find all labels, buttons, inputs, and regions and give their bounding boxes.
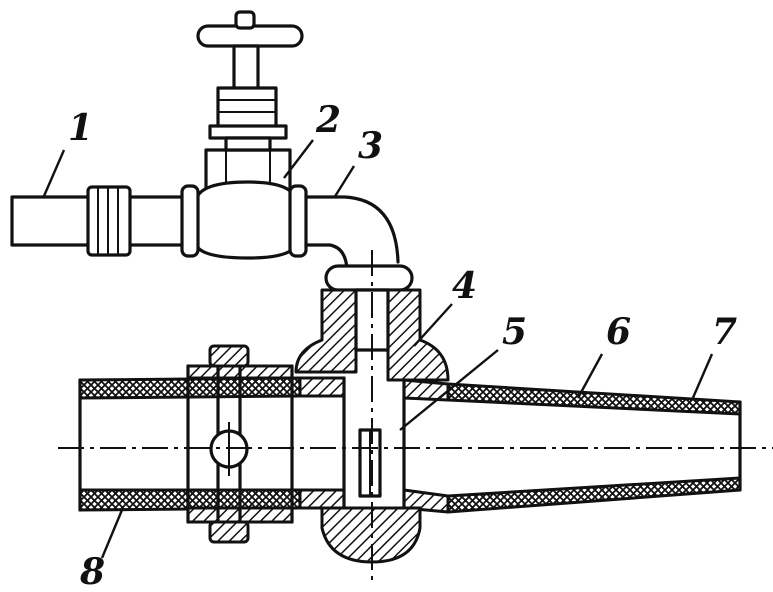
label-6: 6 xyxy=(606,311,631,353)
valve-stem xyxy=(232,44,260,92)
fitting-lower xyxy=(298,376,450,564)
handwheel xyxy=(196,10,304,48)
elbow xyxy=(304,195,400,272)
fitting-cap xyxy=(324,264,414,292)
main-pipe xyxy=(78,376,302,512)
label-5: 5 xyxy=(502,311,527,353)
label-8: 8 xyxy=(79,551,105,592)
label-3: 3 xyxy=(358,125,383,167)
centerlines xyxy=(58,250,773,585)
label-4: 4 xyxy=(452,265,477,307)
packing-nut xyxy=(204,86,292,192)
callouts: 1 2 3 4 5 6 7 8 xyxy=(68,99,737,592)
inlet-pipe xyxy=(10,195,190,247)
leader-lines xyxy=(42,139,714,559)
label-7: 7 xyxy=(712,311,737,353)
coupling xyxy=(86,185,132,257)
clamp xyxy=(186,344,294,544)
valve-body xyxy=(180,180,308,260)
label-2: 2 xyxy=(315,99,341,141)
nozzle xyxy=(446,382,742,514)
label-1: 1 xyxy=(68,107,93,149)
